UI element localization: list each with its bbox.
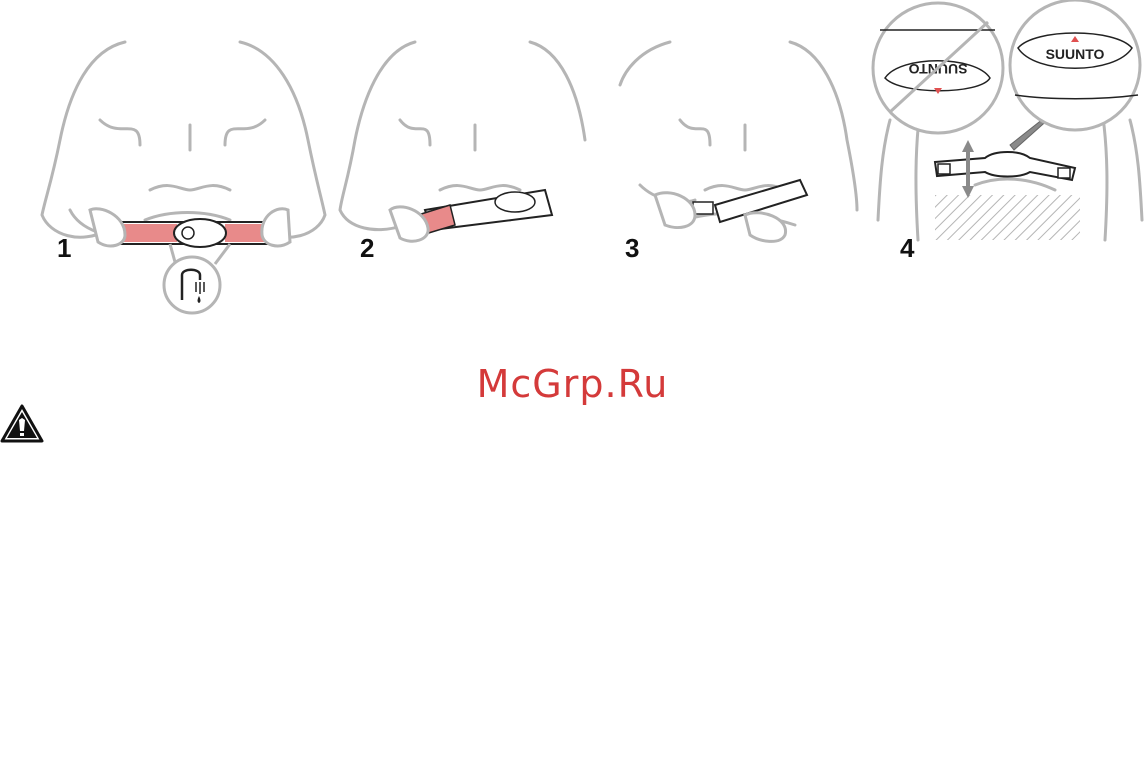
- step-4-illustration: SUUNTO SUUNTO 4: [870, 0, 1145, 270]
- step-2-illustration: 2: [330, 30, 590, 250]
- step-number-1: 1: [57, 235, 71, 261]
- step-number-3: 3: [625, 235, 639, 261]
- wet-electrodes-icon: [164, 244, 230, 313]
- step-1-illustration: 1: [30, 30, 330, 320]
- correct-strap-label: SUUNTO: [1046, 46, 1105, 62]
- correct-orientation-zoom: SUUNTO: [1010, 0, 1140, 130]
- warning-icon: [0, 404, 44, 449]
- incorrect-orientation-zoom: SUUNTO: [873, 3, 1003, 133]
- step-3-illustration: 3: [595, 30, 860, 250]
- step-number-4: 4: [900, 235, 914, 261]
- step-number-2: 2: [360, 235, 374, 261]
- watermark-text: McGrp.Ru: [0, 362, 1145, 406]
